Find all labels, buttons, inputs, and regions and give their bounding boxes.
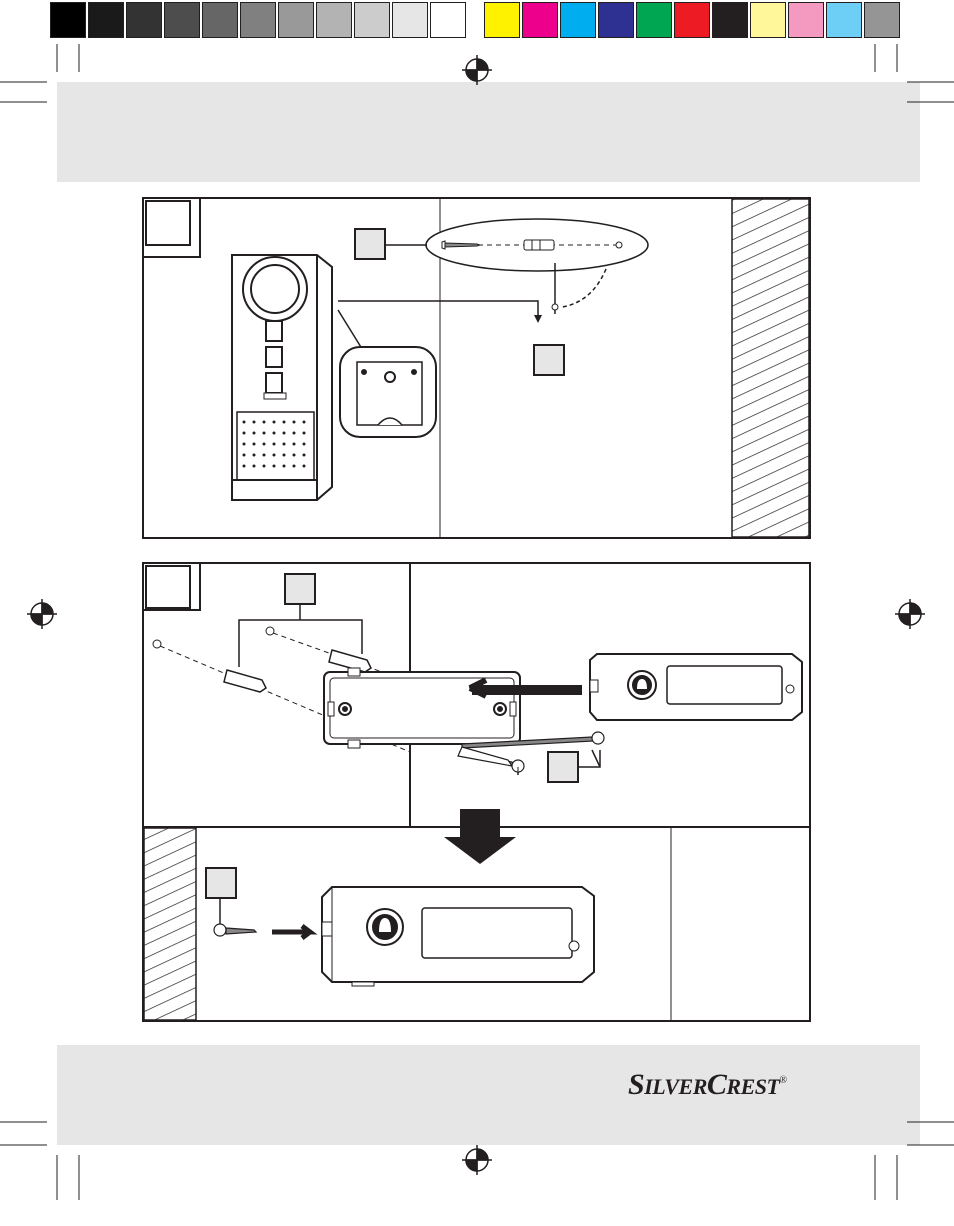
silvercrest-logo: SILVERCREST® bbox=[628, 1068, 787, 1102]
receiver-speaker-grille bbox=[242, 420, 306, 468]
transmitter-unit bbox=[589, 653, 803, 721]
gray-swatch bbox=[88, 2, 124, 38]
color-swatch bbox=[864, 2, 900, 38]
registration-mark-bottom bbox=[462, 1145, 492, 1175]
figure-2-panel bbox=[142, 562, 811, 1022]
figure-2-illustration bbox=[142, 562, 811, 1022]
bell-icon bbox=[637, 679, 647, 689]
bell-icon bbox=[379, 918, 391, 932]
gray-swatch bbox=[430, 2, 466, 38]
color-swatch bbox=[598, 2, 634, 38]
gray-swatch bbox=[392, 2, 428, 38]
figure-1-panel bbox=[142, 197, 811, 539]
gray-swatch bbox=[354, 2, 390, 38]
dowel-icon bbox=[223, 649, 372, 693]
wall-hatching bbox=[731, 198, 810, 538]
label-box-c bbox=[284, 573, 316, 605]
assembled-doorbell bbox=[321, 886, 595, 987]
label-box-d bbox=[547, 751, 579, 783]
label-box-e bbox=[205, 867, 237, 899]
header-band bbox=[57, 82, 920, 182]
mounting-plate bbox=[323, 667, 521, 749]
color-swatch bbox=[522, 2, 558, 38]
brand-letter-c: C bbox=[706, 1068, 727, 1101]
gray-swatch bbox=[316, 2, 352, 38]
label-box-a bbox=[354, 228, 386, 260]
brand-text-rest: REST bbox=[726, 1074, 780, 1099]
gray-swatch bbox=[126, 2, 162, 38]
figure-1-number-box bbox=[145, 200, 191, 246]
color-swatch bbox=[788, 2, 824, 38]
gray-swatch bbox=[50, 2, 86, 38]
wall-hatching bbox=[143, 827, 197, 1021]
gray-swatch bbox=[278, 2, 314, 38]
dowel-icon bbox=[523, 239, 555, 251]
receiver-unit bbox=[231, 254, 333, 501]
footer-band bbox=[57, 1045, 920, 1145]
color-swatch bbox=[826, 2, 862, 38]
screw-icon bbox=[213, 923, 258, 937]
label-box-b bbox=[533, 344, 565, 376]
registration-mark-left bbox=[27, 599, 57, 629]
gray-swatch bbox=[240, 2, 276, 38]
gray-swatch bbox=[164, 2, 200, 38]
color-swatch bbox=[712, 2, 748, 38]
screw-icon bbox=[441, 240, 482, 250]
registration-mark-right bbox=[895, 599, 925, 629]
figure-2-number-box bbox=[145, 565, 191, 609]
figure-1-illustration bbox=[142, 197, 811, 539]
fasten-arrow-icon bbox=[272, 924, 318, 940]
screw-icon bbox=[457, 746, 525, 773]
gray-swatch bbox=[202, 2, 238, 38]
color-swatch bbox=[484, 2, 520, 38]
keyhole-detail bbox=[339, 346, 437, 438]
brand-text-ilver: ILVER bbox=[644, 1074, 707, 1099]
color-swatch bbox=[560, 2, 596, 38]
brand-letter-s: S bbox=[628, 1068, 645, 1101]
registration-mark-top bbox=[462, 55, 492, 85]
color-swatch bbox=[674, 2, 710, 38]
color-swatch bbox=[636, 2, 672, 38]
color-swatch bbox=[750, 2, 786, 38]
registered-mark: ® bbox=[779, 1075, 787, 1086]
down-arrow-icon bbox=[444, 809, 516, 864]
